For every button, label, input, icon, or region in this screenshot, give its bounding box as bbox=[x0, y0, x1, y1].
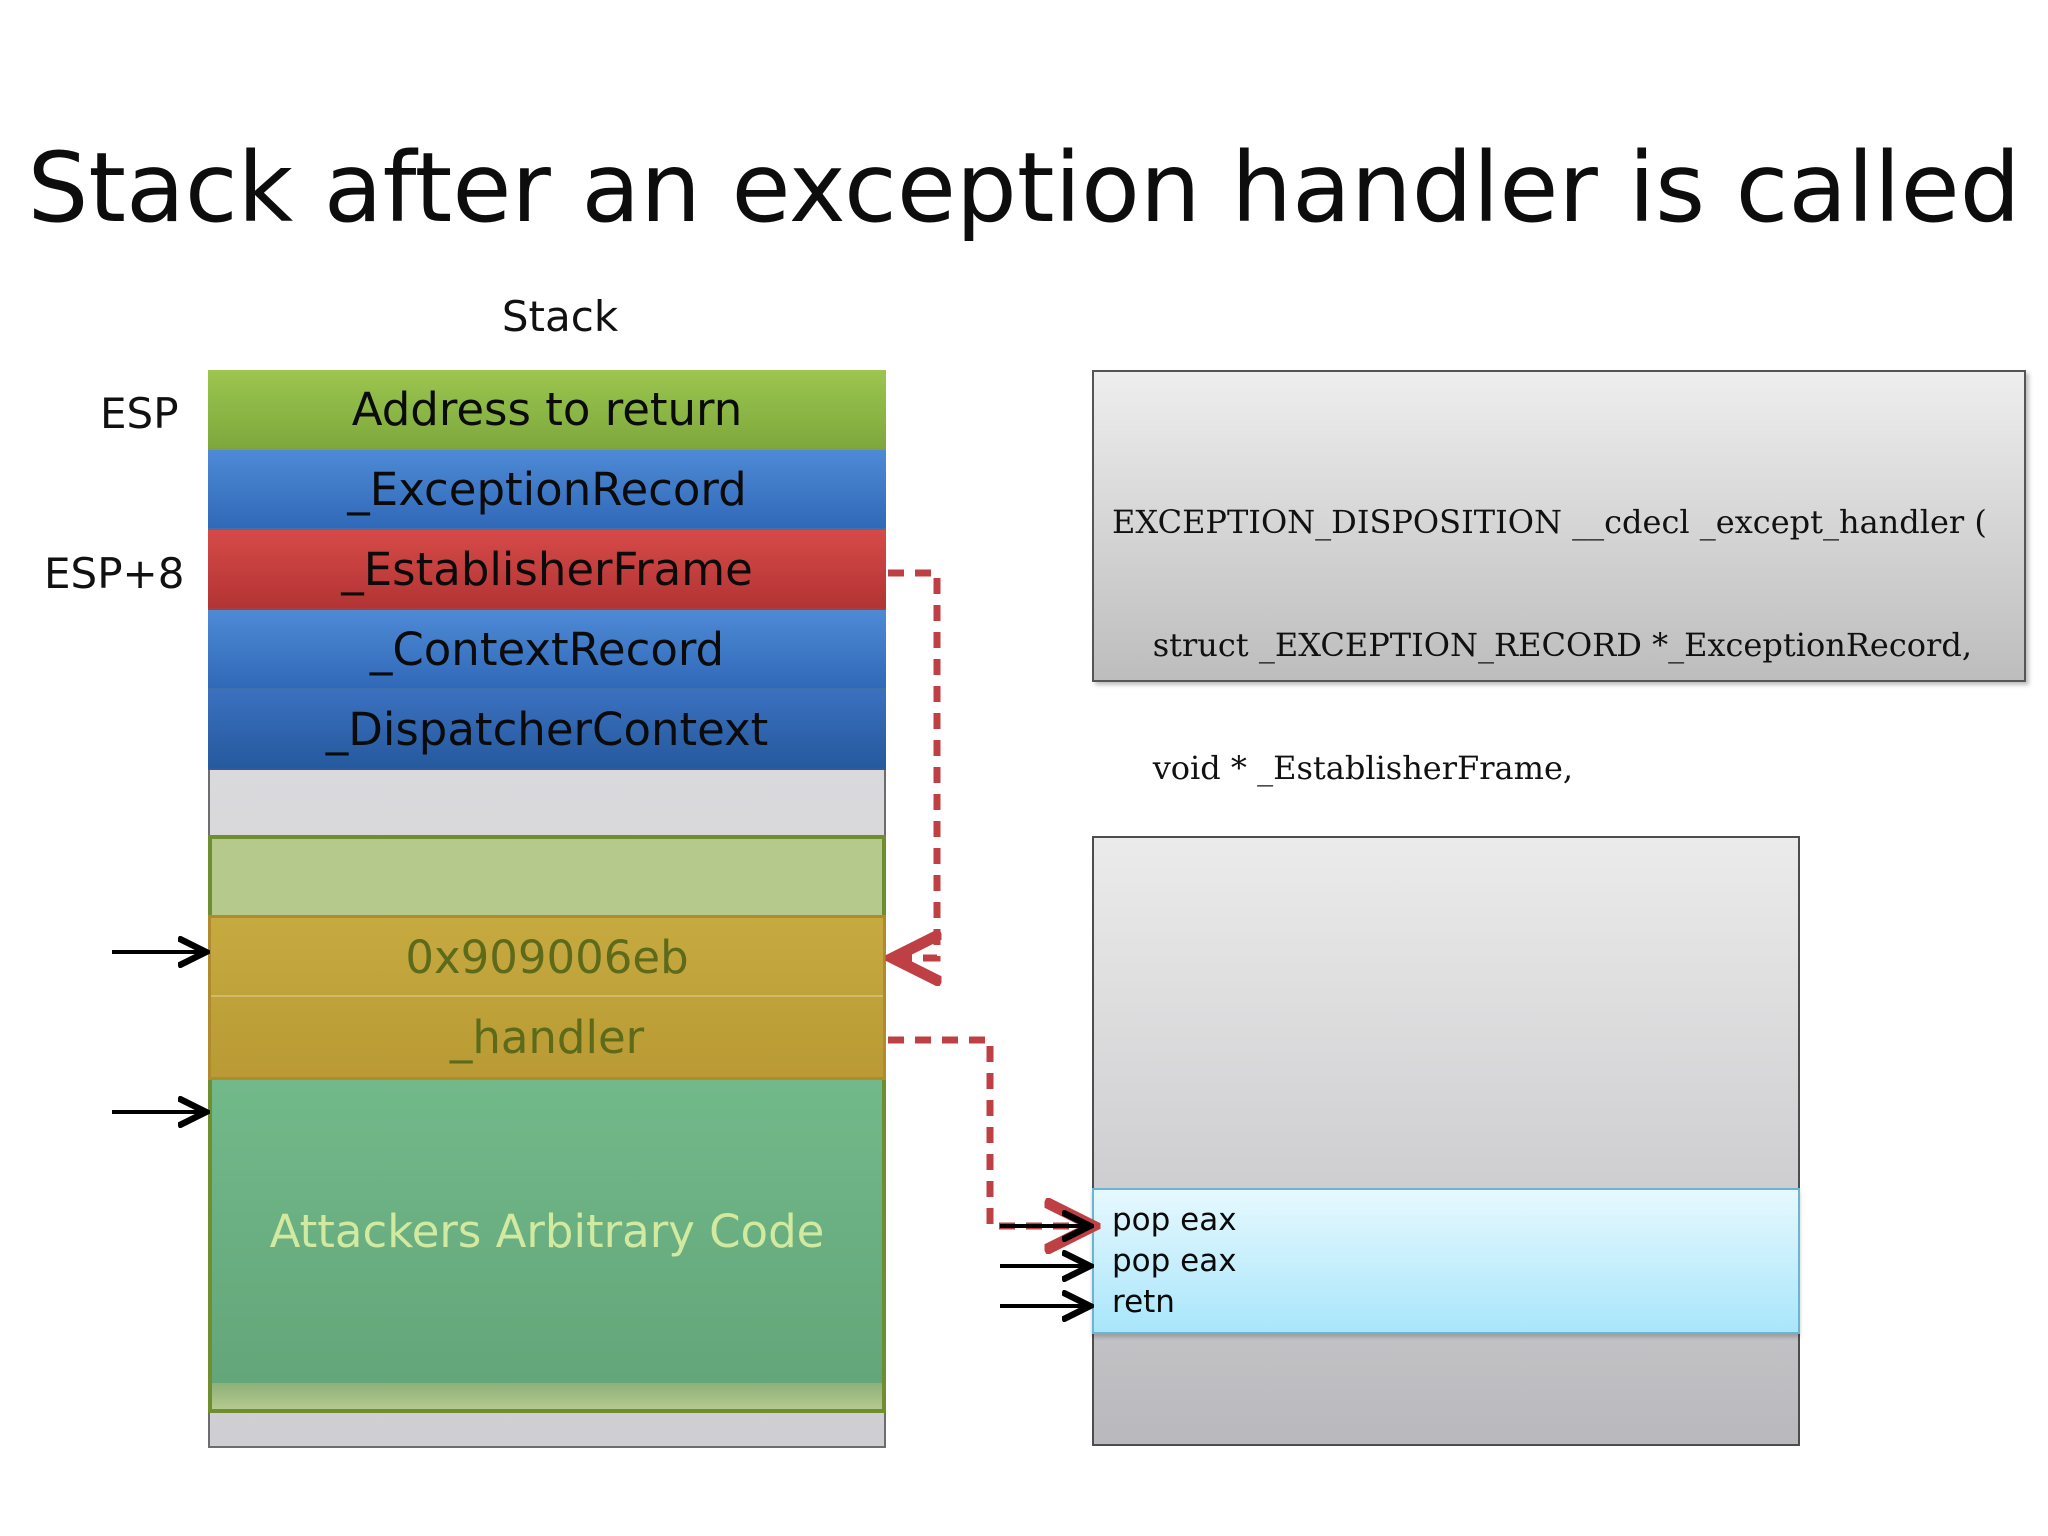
establisher-frame-to-seh-arrow bbox=[888, 569, 937, 958]
gadget-line: pop eax bbox=[1112, 1202, 1237, 1238]
gadget-line: retn bbox=[1112, 1284, 1175, 1320]
stack-cell-label: _ExceptionRecord bbox=[347, 462, 747, 516]
seh-record bbox=[208, 915, 886, 1080]
stack-cell-exception-record: _ExceptionRecord bbox=[208, 450, 886, 530]
code-line: struct _EXCEPTION_RECORD *_ExceptionReco… bbox=[1112, 626, 1972, 664]
stack-label: Stack bbox=[501, 292, 619, 341]
seh-cell-label: 0x909006eb bbox=[405, 930, 689, 984]
stack-cell-context-record: _ContextRecord bbox=[208, 610, 886, 690]
slide-title: Stack after an exception handler is call… bbox=[27, 132, 2021, 244]
handler-to-gadget-arrow bbox=[888, 1036, 1090, 1226]
stack-cell-label: Address to return bbox=[351, 382, 743, 436]
pop-pop-ret-gadget bbox=[1092, 1188, 1800, 1334]
stack-cell-label: _ContextRecord bbox=[369, 622, 725, 676]
stack-cell-dispatcher-context: _DispatcherContext bbox=[208, 690, 886, 770]
handler-prototype-box bbox=[1092, 370, 2026, 682]
gadget-line: pop eax bbox=[1112, 1243, 1237, 1279]
module-memory-box bbox=[1092, 836, 1800, 1446]
code-line: EXCEPTION_DISPOSITION __cdecl _except_ha… bbox=[1112, 503, 1987, 541]
stack-cell-return-address: Address to return bbox=[208, 370, 886, 450]
stack-cell-label: _EstablisherFrame bbox=[341, 542, 753, 596]
stack-cell-label: _DispatcherContext bbox=[325, 702, 769, 756]
esp-plus-8-label: ESP+8 bbox=[44, 549, 185, 598]
seh-divider bbox=[211, 995, 883, 997]
code-line: void * _EstablisherFrame, bbox=[1112, 749, 1574, 787]
stack-cell-establisher-frame: _EstablisherFrame bbox=[208, 530, 886, 610]
seh-handler: _handler bbox=[208, 997, 886, 1077]
seh-cell-label: _handler bbox=[449, 1010, 645, 1064]
esp-label: ESP bbox=[100, 389, 179, 438]
seh-next-pointer: 0x909006eb bbox=[208, 917, 886, 997]
payload-region-edge bbox=[212, 1383, 882, 1409]
payload-label: Attackers Arbitrary Code bbox=[269, 1205, 825, 1258]
payload-region bbox=[212, 1080, 882, 1383]
